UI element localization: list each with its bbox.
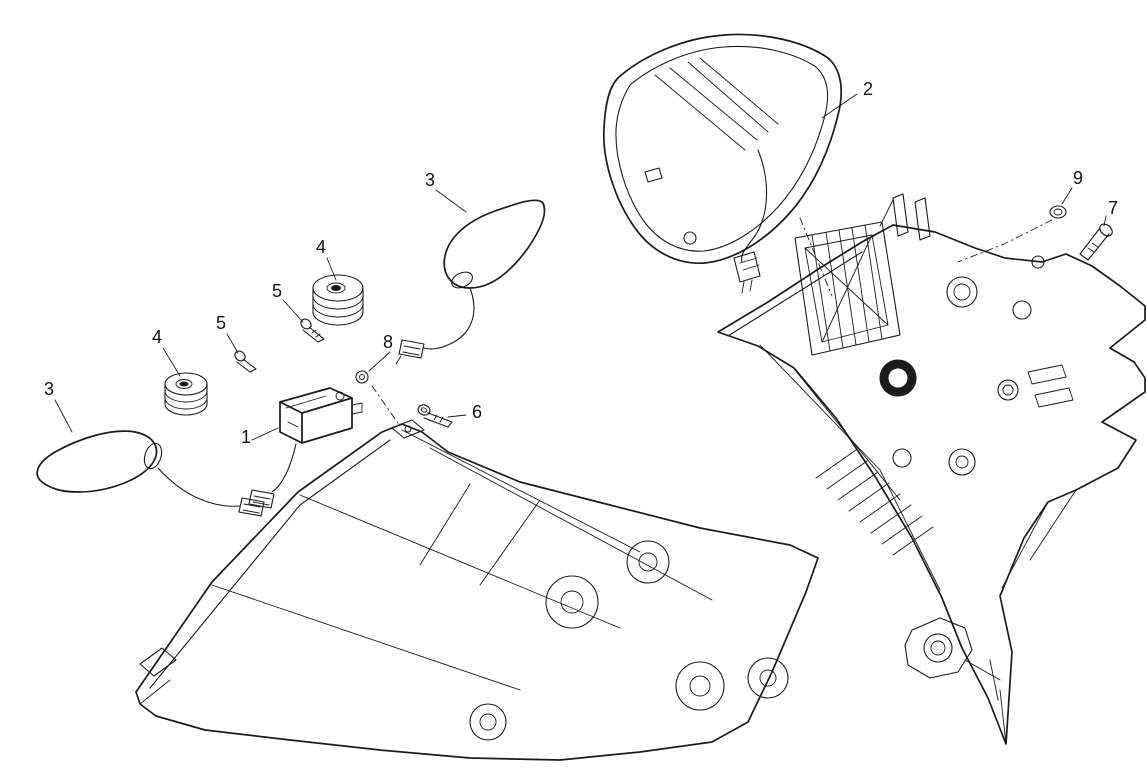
rear-subframe — [717, 193, 1146, 745]
relay-bracket — [248, 387, 363, 509]
callout-grommet-top: 4 — [316, 237, 326, 257]
callout-washer-8: 8 — [383, 332, 393, 352]
leader-lines — [54, 93, 1107, 441]
callout-washer-9: 9 — [1073, 168, 1083, 188]
grommet-top — [312, 274, 364, 326]
washer-8 — [355, 370, 369, 384]
turn-indicator-top — [395, 199, 546, 365]
plate-bracket — [135, 419, 819, 761]
callout-screw-7: 7 — [1108, 198, 1118, 218]
turn-indicator-left — [36, 430, 265, 517]
screw-6 — [417, 404, 453, 428]
callout-screw-top: 5 — [272, 281, 282, 301]
callout-tail-light: 2 — [863, 79, 873, 99]
screw-top — [300, 318, 325, 343]
callout-labels: 3 4 5 8 4 5 3 1 6 2 9 7 — [44, 79, 1118, 447]
callout-screw-left: 5 — [216, 313, 226, 333]
callout-relay: 1 — [241, 427, 251, 447]
washer-9 — [1049, 205, 1067, 219]
screw-left — [234, 350, 257, 373]
callout-indicator-left: 3 — [44, 379, 54, 399]
callout-indicator-top: 3 — [425, 170, 435, 190]
screw-7 — [1079, 223, 1113, 261]
callout-grommet-left: 4 — [152, 327, 162, 347]
callout-screw-6: 6 — [472, 402, 482, 422]
grommet-left — [164, 372, 208, 416]
tail-light-assembly — [602, 33, 843, 294]
